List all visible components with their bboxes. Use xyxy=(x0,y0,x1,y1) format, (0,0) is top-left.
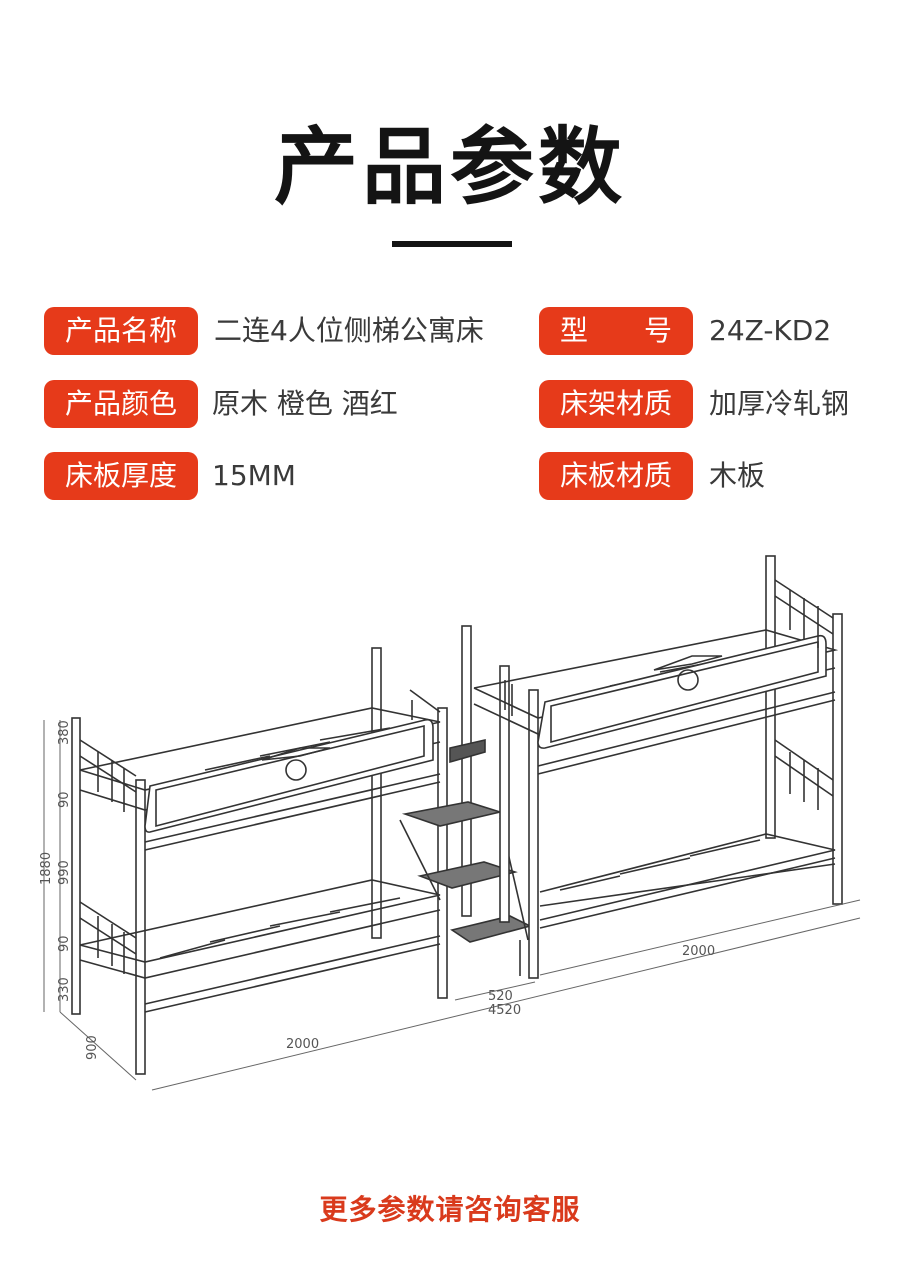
spec-label-model: 型 号 xyxy=(539,307,693,355)
dim-middle: 990 xyxy=(57,860,72,885)
spec-label-name: 产品名称 xyxy=(44,307,198,355)
spec-label-board: 床板材质 xyxy=(539,452,693,500)
dim-ladder: 520 xyxy=(488,989,513,1004)
dim-length-right: 2000 xyxy=(682,944,715,959)
spec-label-color: 产品颜色 xyxy=(44,380,198,428)
contact-footer: 更多参数请咨询客服 xyxy=(319,1193,581,1226)
spec-value-frame: 加厚冷轧钢 xyxy=(709,387,850,420)
dim-depth: 900 xyxy=(85,1035,100,1060)
dim-rail-upper: 90 xyxy=(57,791,72,808)
spec-value-board: 木板 xyxy=(709,459,766,492)
title-underline xyxy=(392,241,512,247)
spec-value-name: 二连4人位侧梯公寓床 xyxy=(214,314,484,347)
page-title: 产品参数 xyxy=(273,118,626,216)
dim-rail-lower: 90 xyxy=(57,935,72,952)
dim-total-height: 1880 xyxy=(39,852,54,885)
spec-value-model: 24Z-KD2 xyxy=(709,314,832,347)
spec-value-thickness: 15MM xyxy=(212,459,296,492)
dim-top: 380 xyxy=(57,720,72,745)
dim-total-length: 4520 xyxy=(488,1003,521,1018)
dim-bottom: 330 xyxy=(57,977,72,1002)
spec-value-color: 原木 橙色 酒红 xyxy=(212,387,398,420)
dim-length-left: 2000 xyxy=(286,1037,319,1052)
spec-label-thickness: 床板厚度 xyxy=(44,452,198,500)
spec-label-frame: 床架材质 xyxy=(539,380,693,428)
bunk-bed-drawing: 380 90 990 1880 90 330 900 2000 2000 520… xyxy=(39,555,861,1091)
